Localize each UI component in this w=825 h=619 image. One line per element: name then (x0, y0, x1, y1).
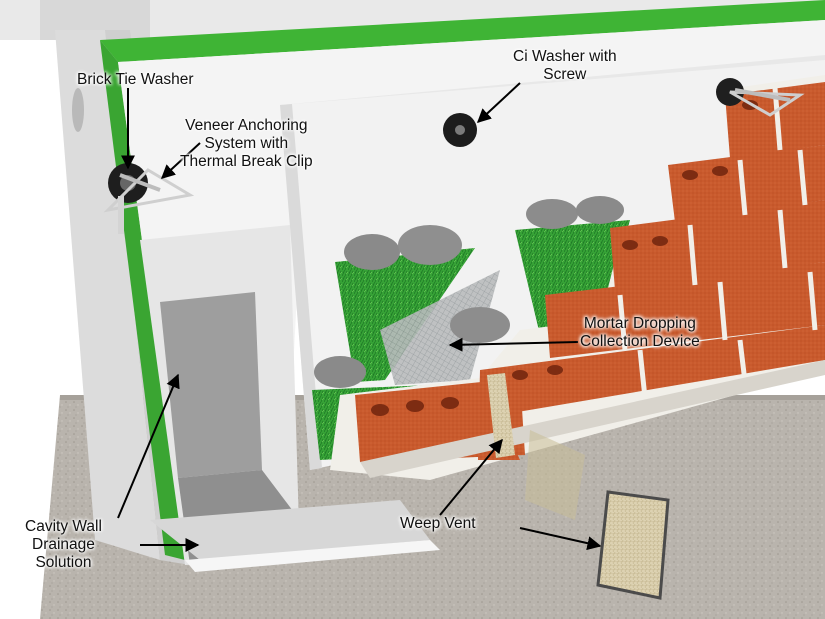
arrow-weep-vent-detail (519, 527, 602, 551)
drainage-membrane (160, 292, 262, 478)
arrow-mortar-dropping (448, 337, 579, 352)
weep-vent-detail (596, 490, 670, 600)
label-brick-tie-washer: Brick Tie Washer (77, 71, 194, 89)
label-cavity-wall: Cavity Wall Drainage Solution (25, 518, 102, 572)
label-mortar-dropping: Mortar Dropping Collection Device (580, 315, 700, 351)
label-line: Drainage (32, 536, 95, 553)
arrow-cavity-wall-upper (117, 373, 180, 519)
label-line: Cavity Wall (25, 518, 102, 535)
weep-vent-ghost (525, 430, 585, 520)
arrow-ci-washer (476, 82, 521, 123)
label-ci-washer: Ci Washer with Screw (513, 48, 617, 84)
label-veneer-anchoring: Veneer Anchoring System with Thermal Bre… (180, 117, 313, 171)
weep-vent-in-joint (487, 373, 515, 458)
label-weep-vent: Weep Vent (400, 515, 476, 533)
drainage-lip (185, 540, 440, 572)
sheathing-side (55, 30, 160, 560)
label-line: Thermal Break Clip (180, 153, 313, 170)
label-line: Weep Vent (400, 515, 476, 532)
right-tie-hardware (716, 78, 805, 117)
arrow-weep-vent-joint (439, 438, 503, 516)
ci-washer-hardware (443, 113, 477, 147)
mortar-blob (314, 356, 366, 388)
brick-veneer (330, 75, 825, 480)
label-line: Veneer Anchoring (185, 117, 308, 134)
mortar-blob (526, 199, 578, 229)
green-board-top (100, 0, 825, 62)
mortar-net-upper (335, 248, 475, 382)
label-line: Screw (543, 66, 587, 83)
label-line: Brick Tie Washer (77, 71, 194, 88)
wall-opening (72, 88, 84, 132)
label-line: Collection Device (580, 333, 700, 350)
arrow-veneer-anchoring (160, 142, 201, 179)
mesh-screen (380, 270, 500, 385)
front-panel-edge (280, 104, 322, 470)
label-line: Ci Washer with (513, 48, 617, 65)
mortar-blob (576, 196, 624, 224)
label-line: Solution (35, 554, 92, 571)
mortar-blob (398, 225, 462, 265)
leader-lines (117, 82, 602, 552)
drainage-base (150, 500, 430, 560)
mortar-blob (344, 234, 400, 270)
mortar-blob (450, 307, 510, 343)
brick-tie-washer-hardware (103, 163, 195, 234)
label-line: Mortar Dropping (583, 315, 696, 332)
label-line: System with (204, 135, 289, 152)
